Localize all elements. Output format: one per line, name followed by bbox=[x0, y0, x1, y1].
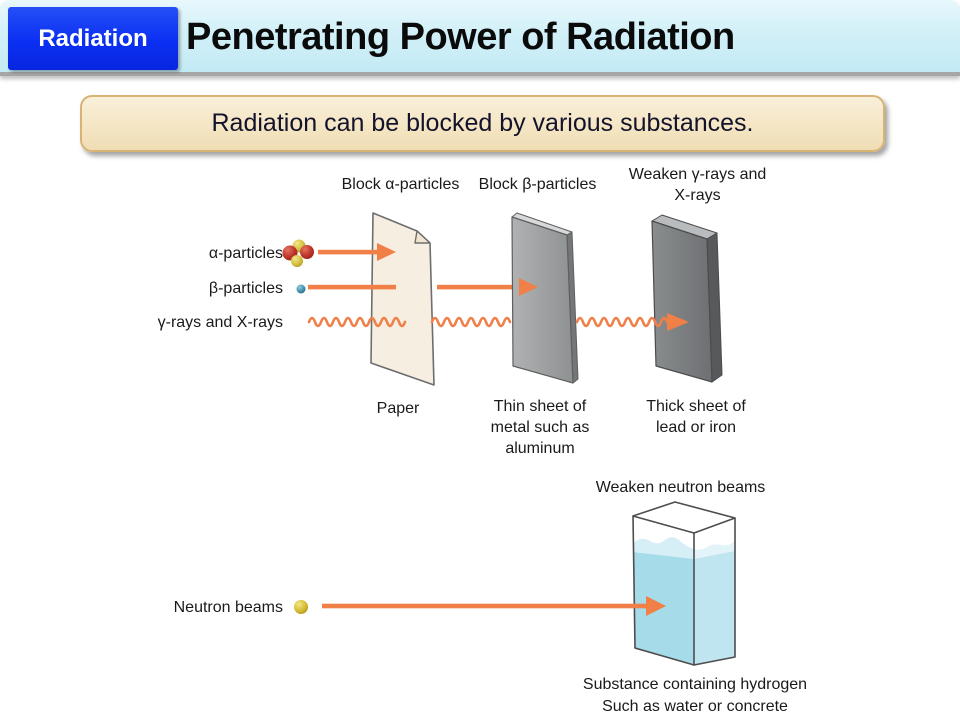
page-title: Penetrating Power of Radiation bbox=[186, 16, 735, 58]
paper-sheet bbox=[370, 212, 435, 386]
key-message-text: Radiation can be blocked by various subs… bbox=[211, 109, 754, 137]
ray-label-alpha: α-particles bbox=[208, 245, 283, 262]
name-label-lead: Thick sheet of lead or iron bbox=[646, 398, 746, 436]
header-bar: Radiation Penetrating Power of Radiation bbox=[0, 0, 960, 76]
alpha-arrow bbox=[318, 243, 396, 261]
ray-label-neutron: Neutron beams bbox=[173, 599, 283, 616]
block-label-metal: Block β-particles bbox=[478, 176, 597, 193]
radiation-badge: Radiation bbox=[8, 7, 178, 70]
name-label-paper: Paper bbox=[376, 400, 420, 417]
name-label-metal: Thin sheet of metal such as aluminum bbox=[490, 398, 590, 457]
name-label-water: Substance containing hydrogen Such as wa… bbox=[582, 676, 808, 715]
ray-label-beta: β-particles bbox=[208, 280, 283, 297]
beta-particle-icon bbox=[296, 284, 306, 294]
gamma-wave-icon bbox=[307, 316, 512, 328]
beta-arrow bbox=[308, 284, 520, 290]
neutron-arrow bbox=[322, 596, 666, 616]
metal-sheet bbox=[511, 212, 579, 384]
block-label-water: Weaken neutron beams bbox=[595, 479, 766, 496]
neutron-particle-icon bbox=[294, 600, 308, 614]
block-label-lead: Weaken γ-rays and X-rays bbox=[628, 166, 767, 204]
gamma-arrow bbox=[575, 313, 689, 331]
alpha-particle-icon bbox=[282, 239, 314, 267]
ray-label-gamma: γ-rays and X-rays bbox=[157, 314, 283, 331]
water-tank bbox=[632, 501, 736, 666]
lead-sheet bbox=[651, 214, 723, 383]
beta-arrowhead bbox=[519, 278, 538, 296]
block-label-paper: Block α-particles bbox=[341, 176, 460, 193]
key-message-box: Radiation can be blocked by various subs… bbox=[80, 95, 885, 152]
